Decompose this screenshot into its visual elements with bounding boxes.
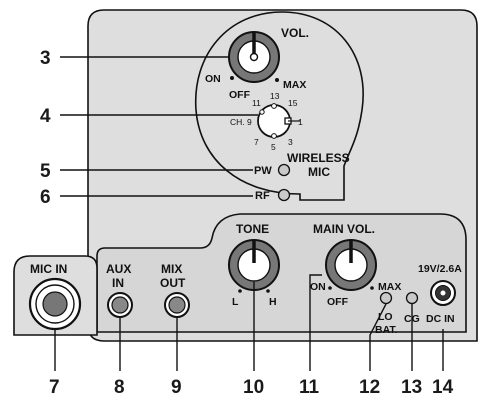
leader-11: [309, 274, 322, 371]
callout-3: 3: [40, 48, 51, 69]
vol-off-label: OFF: [229, 89, 251, 101]
main-volume-knob[interactable]: [325, 239, 377, 291]
channel-number-13: 13: [270, 91, 280, 101]
mix-out-label: OUT: [160, 276, 186, 290]
aux-label: AUX: [106, 262, 131, 276]
main-vol-label: MAIN VOL.: [313, 222, 375, 236]
wireless-label: WIRELESS: [287, 151, 350, 165]
tone-knob[interactable]: [228, 239, 280, 291]
mix-label: MIX: [161, 262, 182, 276]
mic-in-label: MIC IN: [30, 262, 67, 276]
dc-rating-label: 19V/2.6A: [418, 263, 462, 275]
vol-max-dot: [275, 78, 279, 82]
tone-h-label: H: [269, 296, 277, 308]
lo-label: LO: [378, 311, 393, 323]
callout-12: 12: [359, 377, 380, 398]
dc-in-label: DC IN: [426, 313, 455, 325]
leader-12: [369, 303, 387, 371]
channel-number-15: 15: [288, 98, 298, 108]
main-max-label: MAX: [378, 281, 401, 293]
cg-indicator: [405, 291, 419, 305]
vol-label: VOL.: [281, 26, 309, 40]
tone-h-dot: [266, 289, 270, 293]
bat-label: BAT.: [375, 324, 398, 336]
aux-in-label: IN: [112, 276, 124, 290]
rf-label: RF: [255, 190, 270, 202]
channel-number-11: 11: [252, 98, 261, 108]
channel-selector-knob[interactable]: [257, 103, 300, 139]
main-on-dot: [328, 286, 332, 290]
callout-9: 9: [171, 377, 182, 398]
callout-11: 11: [299, 377, 320, 398]
mic-in-jack[interactable]: [28, 277, 82, 331]
mic-label: MIC: [308, 165, 330, 179]
callout-8: 8: [114, 377, 125, 398]
tone-l-dot: [238, 289, 242, 293]
main-off-label: OFF: [327, 296, 349, 308]
channel-number-3: 3: [288, 137, 293, 147]
rf-indicator: [277, 188, 291, 202]
vol-max-label: MAX: [283, 79, 306, 91]
dc-in-jack[interactable]: [430, 280, 456, 306]
pw-label: PW: [254, 165, 272, 177]
callout-13: 13: [401, 377, 422, 398]
vol-on-label: ON: [205, 73, 221, 85]
aux-in-jack[interactable]: [107, 292, 133, 318]
main-on-label: ON: [310, 281, 326, 293]
callout-7: 7: [49, 377, 60, 398]
callout-5: 5: [40, 161, 51, 182]
tone-label: TONE: [236, 222, 269, 236]
tone-l-label: L: [232, 296, 239, 308]
channel-number-7: 7: [254, 137, 259, 147]
volume-knob[interactable]: [228, 31, 280, 83]
pw-indicator: [277, 163, 291, 177]
channel-prefix-label: CH. 9: [230, 117, 252, 127]
callout-14: 14: [432, 377, 454, 398]
callout-6: 6: [40, 187, 51, 208]
main-max-dot: [370, 286, 374, 290]
channel-number-5: 5: [271, 142, 276, 152]
mix-out-jack[interactable]: [164, 292, 190, 318]
callout-4: 4: [40, 106, 51, 127]
channel-number-1: 1: [298, 117, 303, 127]
callout-10: 10: [243, 377, 264, 398]
vol-on-dot: [230, 76, 234, 80]
lo-bat-indicator: [379, 291, 393, 305]
